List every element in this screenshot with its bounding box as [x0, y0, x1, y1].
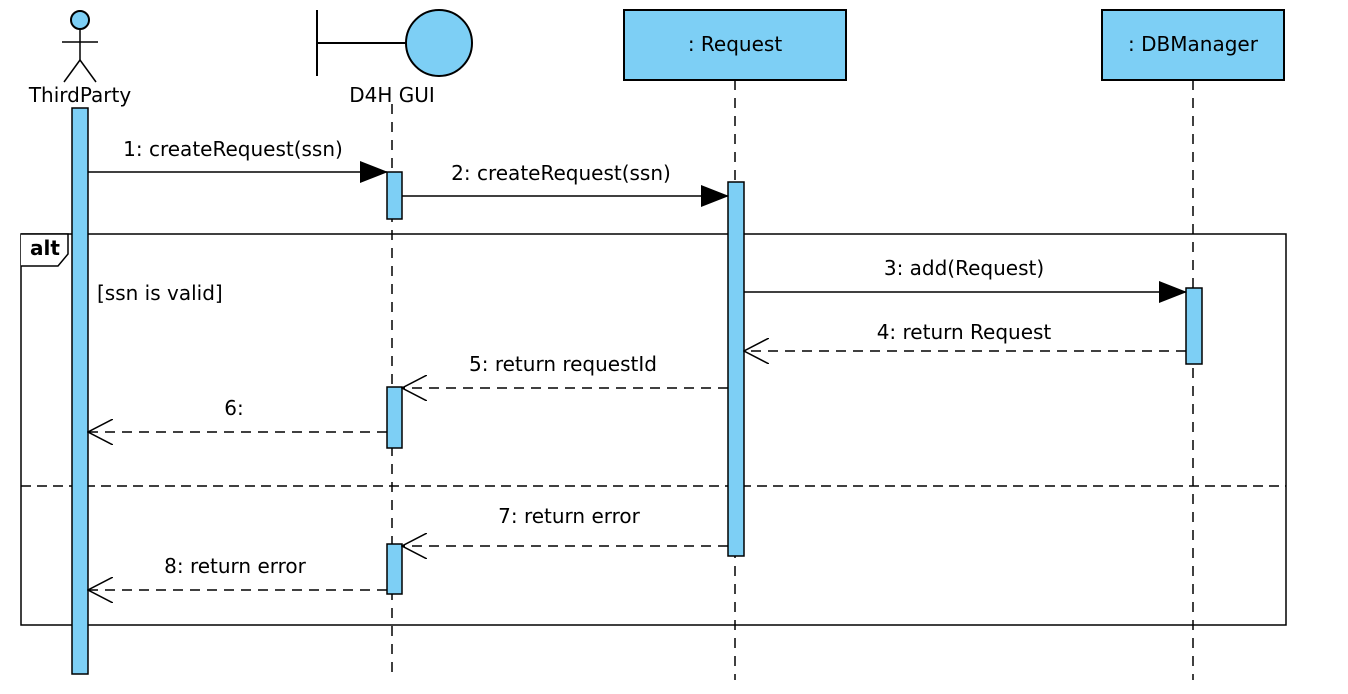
message-label-3: 3: add(Request) — [884, 256, 1044, 280]
message-label-5: 5: return requestId — [469, 352, 657, 376]
alt-fragment-frame — [20, 233, 1287, 626]
activation-gui-1 — [386, 171, 403, 220]
participant-request-label: : Request — [688, 32, 782, 56]
alt-operator-tab — [21, 233, 69, 267]
alt-operator-label: alt — [30, 236, 60, 260]
message-label-4: 4: return Request — [877, 320, 1052, 344]
message-label-1: 1: createRequest(ssn) — [123, 137, 343, 161]
activation-gui-3 — [386, 543, 403, 595]
participant-dbmanager-label: : DBManager — [1128, 32, 1259, 56]
stick-figure-actor-icon — [62, 10, 98, 83]
message-label-6: 6: — [224, 396, 243, 420]
message-label-2: 2: createRequest(ssn) — [451, 161, 671, 185]
activation-request — [727, 181, 745, 557]
alt-guard: [ssn is valid] — [97, 281, 223, 305]
activation-gui-2 — [386, 386, 403, 449]
participant-dbmanager-box — [1101, 9, 1285, 81]
activation-dbmanager — [1185, 287, 1203, 365]
message-label-7: 7: return error — [498, 504, 641, 528]
boundary-name: D4H GUI — [349, 83, 435, 107]
message-label-8: 8: return error — [164, 554, 307, 578]
boundary-icon — [316, 9, 473, 77]
actor-name: ThirdParty — [28, 83, 131, 107]
activation-thirdparty — [71, 107, 89, 675]
participant-request-box — [623, 9, 847, 81]
